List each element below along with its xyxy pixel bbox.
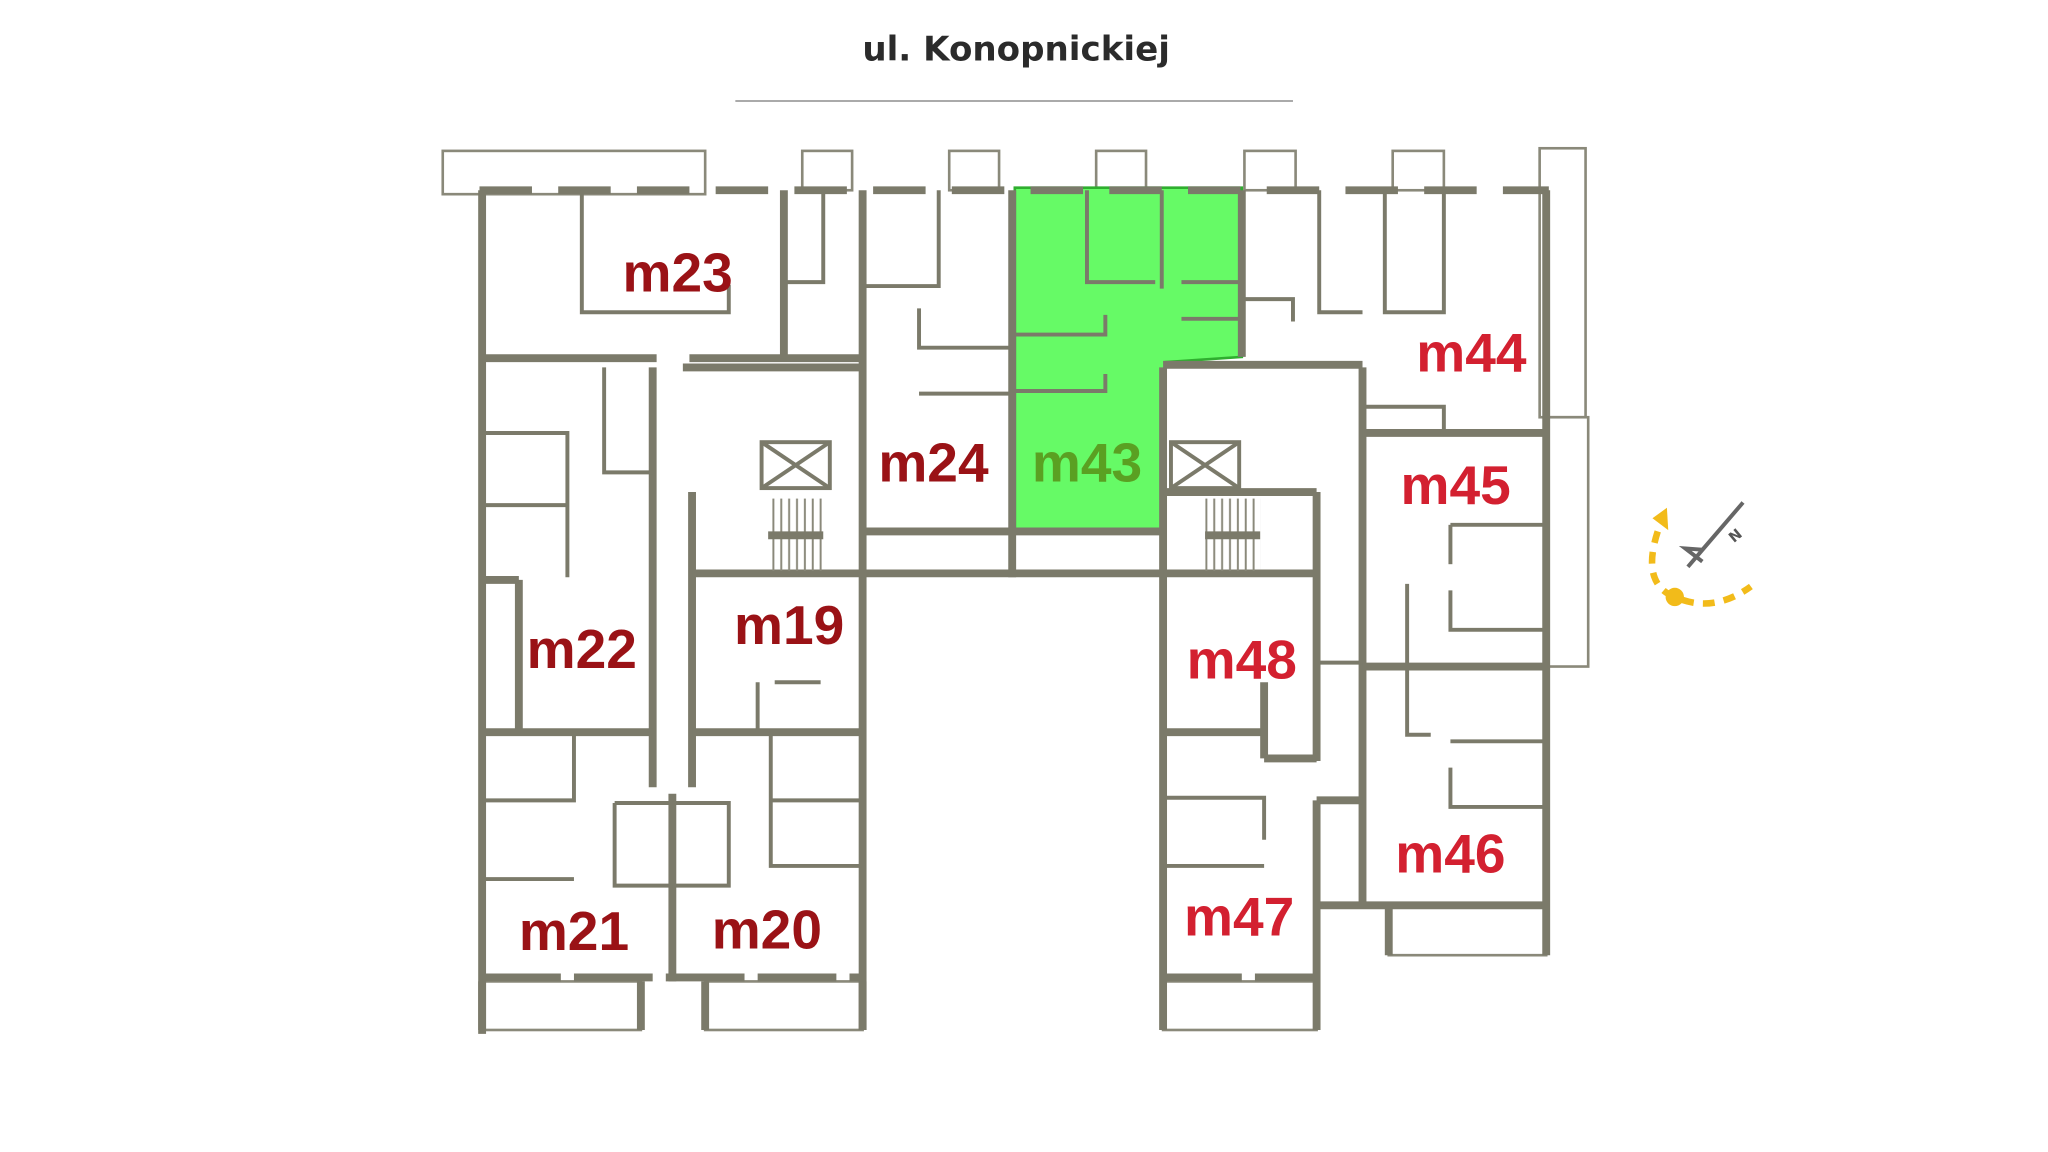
unit-label-m47[interactable]: m47 [1184,886,1294,948]
unit-label-m48[interactable]: m48 [1187,628,1297,690]
walls [478,186,1551,1034]
unit-label-m45[interactable]: m45 [1401,454,1511,516]
north-label: N [1726,526,1746,546]
unit-label-m20[interactable]: m20 [712,899,822,961]
unit-label-m23[interactable]: m23 [622,241,732,303]
stairs [768,498,1261,571]
unit-label-m44[interactable]: m44 [1416,321,1527,383]
compass-north-icon: N [1648,501,1753,607]
unit-labels: m23 m24 m43 m44 m45 m22 m19 m48 m21 m20 … [519,241,1527,962]
unit-label-m19[interactable]: m19 [734,594,844,656]
unit-label-m46[interactable]: m46 [1395,823,1505,885]
elevators [759,440,1242,491]
street-name: ul. Konopnickiej [862,29,1170,69]
unit-label-m22[interactable]: m22 [527,618,637,680]
unit-label-m43[interactable]: m43 [1032,432,1142,494]
unit-label-m21[interactable]: m21 [519,900,629,962]
unit-label-m24[interactable]: m24 [878,432,989,494]
balconies [441,146,1590,1032]
interior-partitions [482,190,1547,888]
